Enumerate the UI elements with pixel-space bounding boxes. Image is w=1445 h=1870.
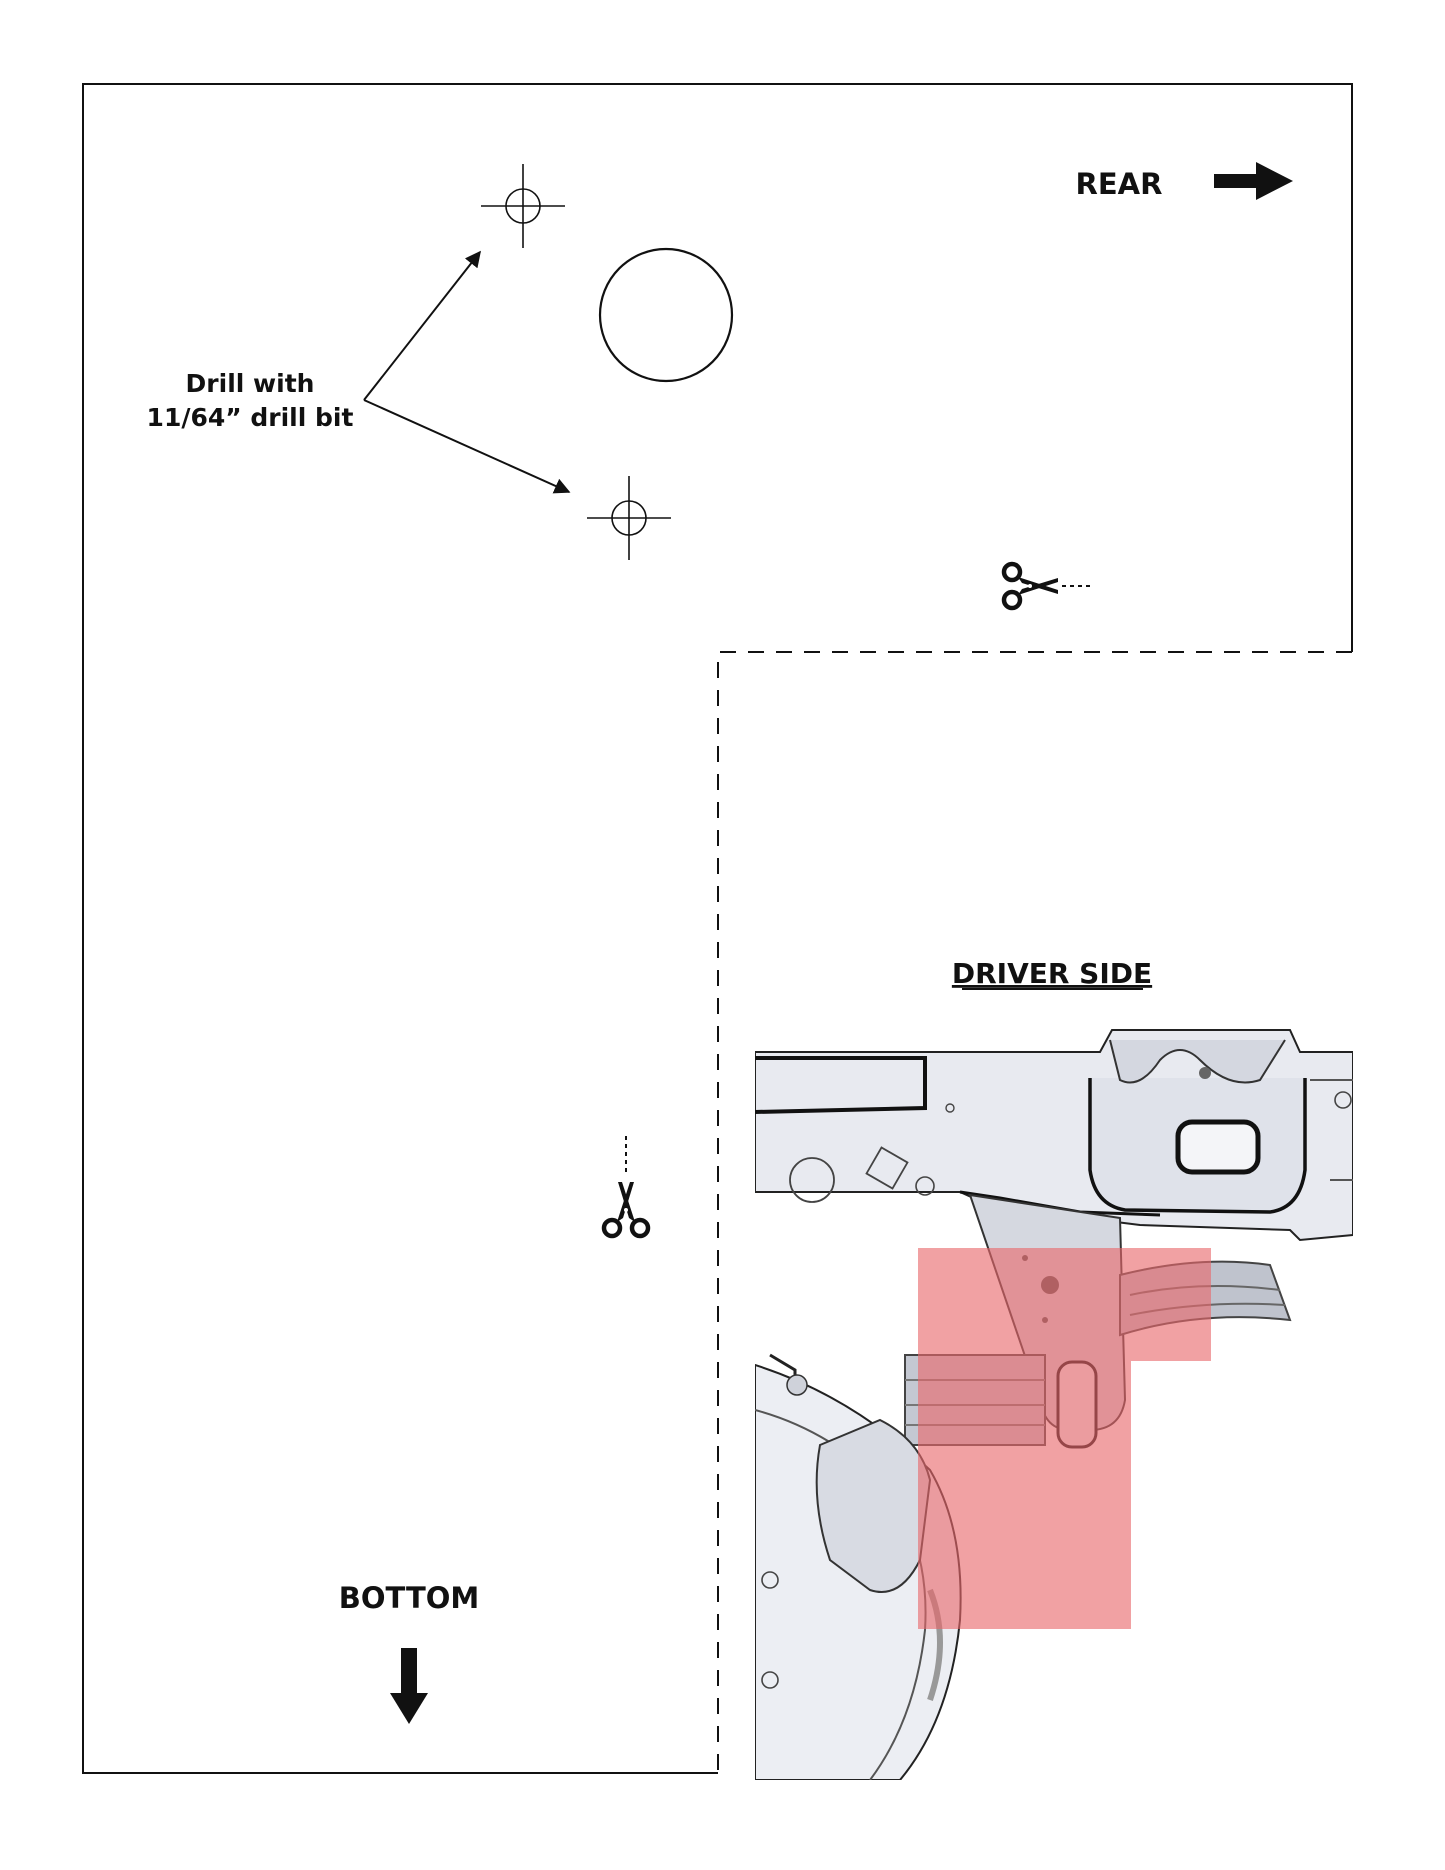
drill-callout: Drill with 11/64” drill bit — [147, 250, 571, 494]
driver-side-label: DRIVER SIDE — [952, 957, 1152, 990]
drill-mark-top — [481, 164, 565, 248]
scissors-icon — [1001, 561, 1058, 611]
arrow-right-icon — [1214, 162, 1293, 200]
mounting-zone-overlay — [918, 1248, 1211, 1629]
cut-line — [717, 651, 1352, 1773]
hole-circle — [598, 247, 734, 383]
bottom-label: BOTTOM — [339, 1581, 480, 1615]
template-outline — [82, 83, 1353, 1774]
vehicle-frame-illustration — [755, 1029, 1353, 1780]
drill-mark-bottom — [587, 476, 671, 560]
drill-label-line2: 11/64” drill bit — [147, 403, 354, 432]
scissors-icon — [601, 1182, 651, 1239]
rear-label: REAR — [1076, 167, 1163, 201]
arrow-down-icon — [390, 1648, 428, 1724]
callout-arrow-top — [363, 250, 481, 401]
callout-arrow-bottom — [363, 399, 571, 494]
drill-label-line1: Drill with — [186, 369, 315, 398]
